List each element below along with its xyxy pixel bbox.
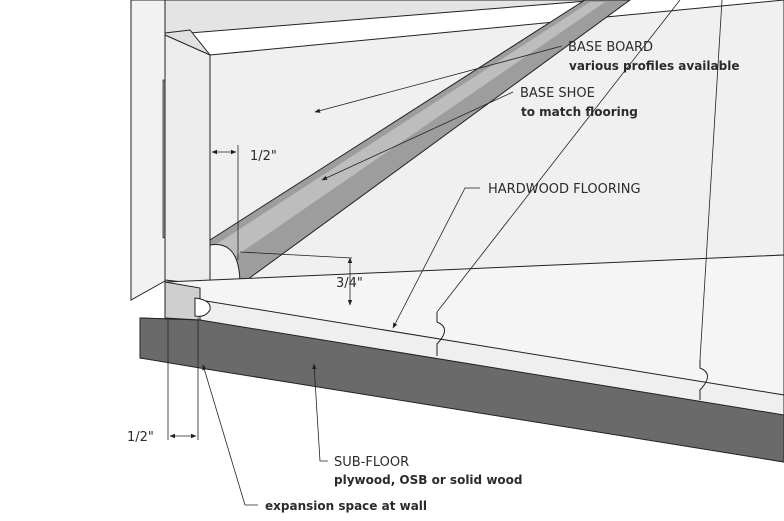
floor-joint-2 <box>699 360 708 400</box>
base-shoe-sub: to match flooring <box>521 105 638 119</box>
base-shoe-title: BASE SHOE <box>520 86 595 101</box>
callout-hardwood: HARDWOOD FLOORING <box>392 0 723 361</box>
floor-tongue <box>194 297 211 317</box>
hardwood-title: HARDWOOD FLOORING <box>488 182 641 197</box>
callout-sub-floor: SUB-FLOOR plywood, OSB or solid wood <box>312 363 522 487</box>
dim-floor-height-label: 3/4" <box>336 276 363 291</box>
wall-top <box>164 0 601 36</box>
base-board-title: BASE BOARD <box>568 40 653 55</box>
sub-floor-title: SUB-FLOOR <box>334 455 409 470</box>
baseboard-edge <box>164 34 211 286</box>
callout-base-shoe: BASE SHOE to match flooring <box>321 86 638 181</box>
expansion-title: expansion space at wall <box>265 499 427 513</box>
sub-floor-sub: plywood, OSB or solid wood <box>334 473 522 487</box>
dim-floor-height: 3/4" <box>239 251 363 306</box>
dim-baseboard-label: 1/2" <box>250 149 277 164</box>
callout-base-board: BASE BOARD various profiles available <box>314 40 739 113</box>
dim-expansion-label: 1/2" <box>127 430 154 445</box>
wall-face <box>130 0 166 301</box>
callout-expansion: expansion space at wall <box>202 364 427 513</box>
base-shoe-highlight <box>215 2 605 260</box>
dim-baseboard: 1/2" <box>209 145 277 260</box>
base-board-sub: various profiles available <box>569 59 739 73</box>
floor-joint-1 <box>436 312 445 356</box>
dim-expansion: 1/2" <box>127 318 199 445</box>
expansion-gap <box>164 281 201 321</box>
